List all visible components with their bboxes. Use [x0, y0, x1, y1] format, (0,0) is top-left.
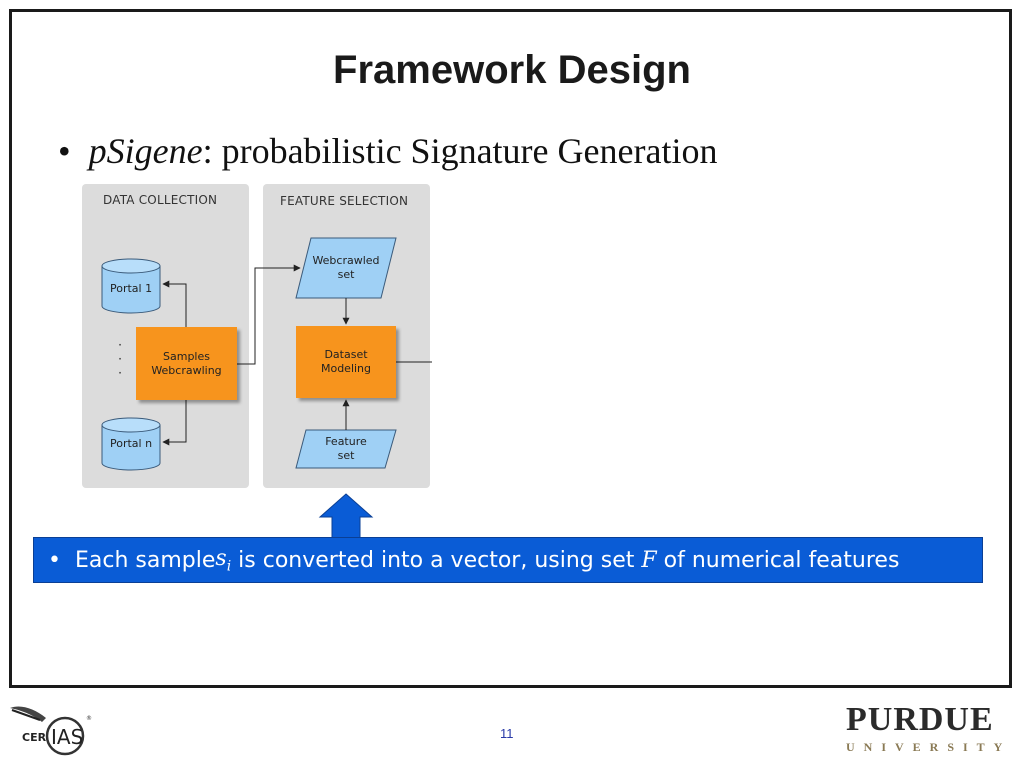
data-collection-label: DATA COLLECTION — [103, 193, 218, 207]
cerias-logo-graphic: CER IAS ® — [10, 706, 92, 756]
svg-text:®: ® — [86, 715, 92, 722]
callout-bullet: • — [48, 547, 61, 573]
feature-selection-label: FEATURE SELECTION — [280, 194, 409, 208]
slide-title: Framework Design — [333, 48, 691, 92]
callout-text-before: Each sample — [74, 547, 216, 573]
page-number: 11 — [500, 726, 514, 741]
callout-text-after: of numerical features — [656, 547, 900, 573]
samples-line: Samples — [163, 349, 210, 363]
feature-set-line: set — [337, 449, 355, 462]
callout-box: • Each sample si is converted into a vect… — [33, 537, 983, 583]
dataset-line: Dataset — [324, 348, 368, 361]
psigene-name: pSigene — [88, 131, 203, 171]
purdue-logo: PURDUE UNIVERSITY — [846, 702, 1011, 755]
webcrawled-line: Webcrawled — [312, 254, 380, 267]
feature-line: Feature — [325, 435, 367, 448]
portal-ellipsis: ··· — [118, 338, 122, 380]
svg-text:CER: CER — [22, 731, 47, 744]
webcrawling-line: Webcrawling — [151, 363, 222, 377]
callout-text-middle: is converted into a vector, using set — [231, 547, 642, 573]
modeling-line: Modeling — [320, 362, 372, 375]
callout-var-s: si — [215, 545, 232, 575]
purdue-university-text: UNIVERSITY — [846, 740, 1012, 754]
portal-1-label: Portal 1 — [110, 282, 153, 295]
portal-n-label: Portal n — [110, 437, 153, 450]
bullet-dot: • — [58, 131, 71, 171]
cerias-logo: CER IAS ® — [6, 700, 92, 763]
callout-var-f: F — [641, 547, 657, 573]
bullet-description: : probabilistic Signature Generation — [202, 131, 718, 171]
svg-text:IAS: IAS — [51, 725, 83, 749]
purdue-wordmark: PURDUE — [846, 701, 994, 738]
webcrawled-set-line: set — [337, 268, 355, 281]
main-bullet: • pSigene: probabilistic Signature Genera… — [58, 130, 717, 172]
